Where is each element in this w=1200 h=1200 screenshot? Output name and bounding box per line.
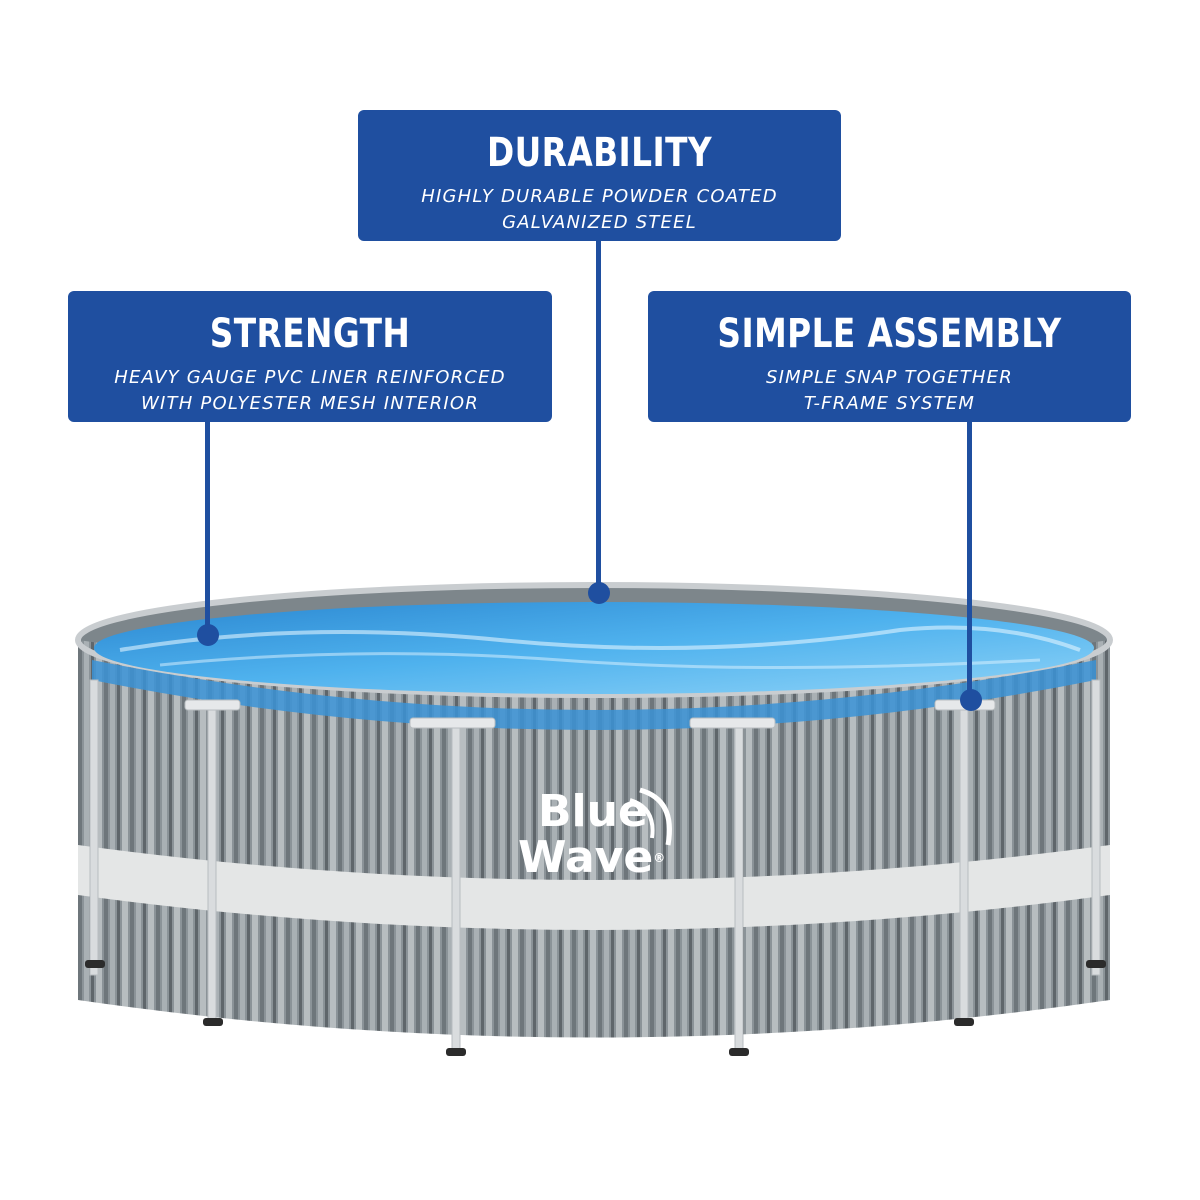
durability-dot xyxy=(588,582,610,604)
logo-registered: ® xyxy=(653,851,666,865)
logo-swoosh-icon xyxy=(639,787,672,846)
assembly-callout: SIMPLE ASSEMBLY SIMPLE SNAP TOGETHER T-F… xyxy=(648,291,1131,422)
assembly-leader-line xyxy=(967,422,972,697)
strength-callout: STRENGTH HEAVY GAUGE PVC LINER REINFORCE… xyxy=(68,291,552,422)
pool-band xyxy=(78,845,1110,930)
logo-line1: Blue xyxy=(538,786,648,837)
durability-desc-line1: HIGHLY DURABLE POWDER COATED xyxy=(421,186,778,207)
durability-desc-line2: GALVANIZED STEEL xyxy=(502,212,697,233)
logo-line2: Wave xyxy=(518,832,654,883)
strength-dot xyxy=(197,624,219,646)
strength-leader-line xyxy=(205,422,210,627)
durability-callout: DURABILITY HIGHLY DURABLE POWDER COATED … xyxy=(358,110,841,241)
strength-desc-line2: WITH POLYESTER MESH INTERIOR xyxy=(141,393,479,414)
strength-title: STRENGTH xyxy=(209,311,411,357)
assembly-dot xyxy=(960,689,982,711)
assembly-desc-line1: SIMPLE SNAP TOGETHER xyxy=(766,367,1013,388)
assembly-title: SIMPLE ASSEMBLY xyxy=(717,311,1062,357)
assembly-desc-line2: T-FRAME SYSTEM xyxy=(803,393,976,414)
strength-desc-line1: HEAVY GAUGE PVC LINER REINFORCED xyxy=(114,367,506,388)
brand-logo: Blue xyxy=(538,790,648,834)
durability-leader-line xyxy=(596,241,601,591)
brand-logo-line2: Wave® xyxy=(518,836,665,880)
durability-title: DURABILITY xyxy=(486,130,713,176)
pool-wall xyxy=(78,640,1110,1038)
